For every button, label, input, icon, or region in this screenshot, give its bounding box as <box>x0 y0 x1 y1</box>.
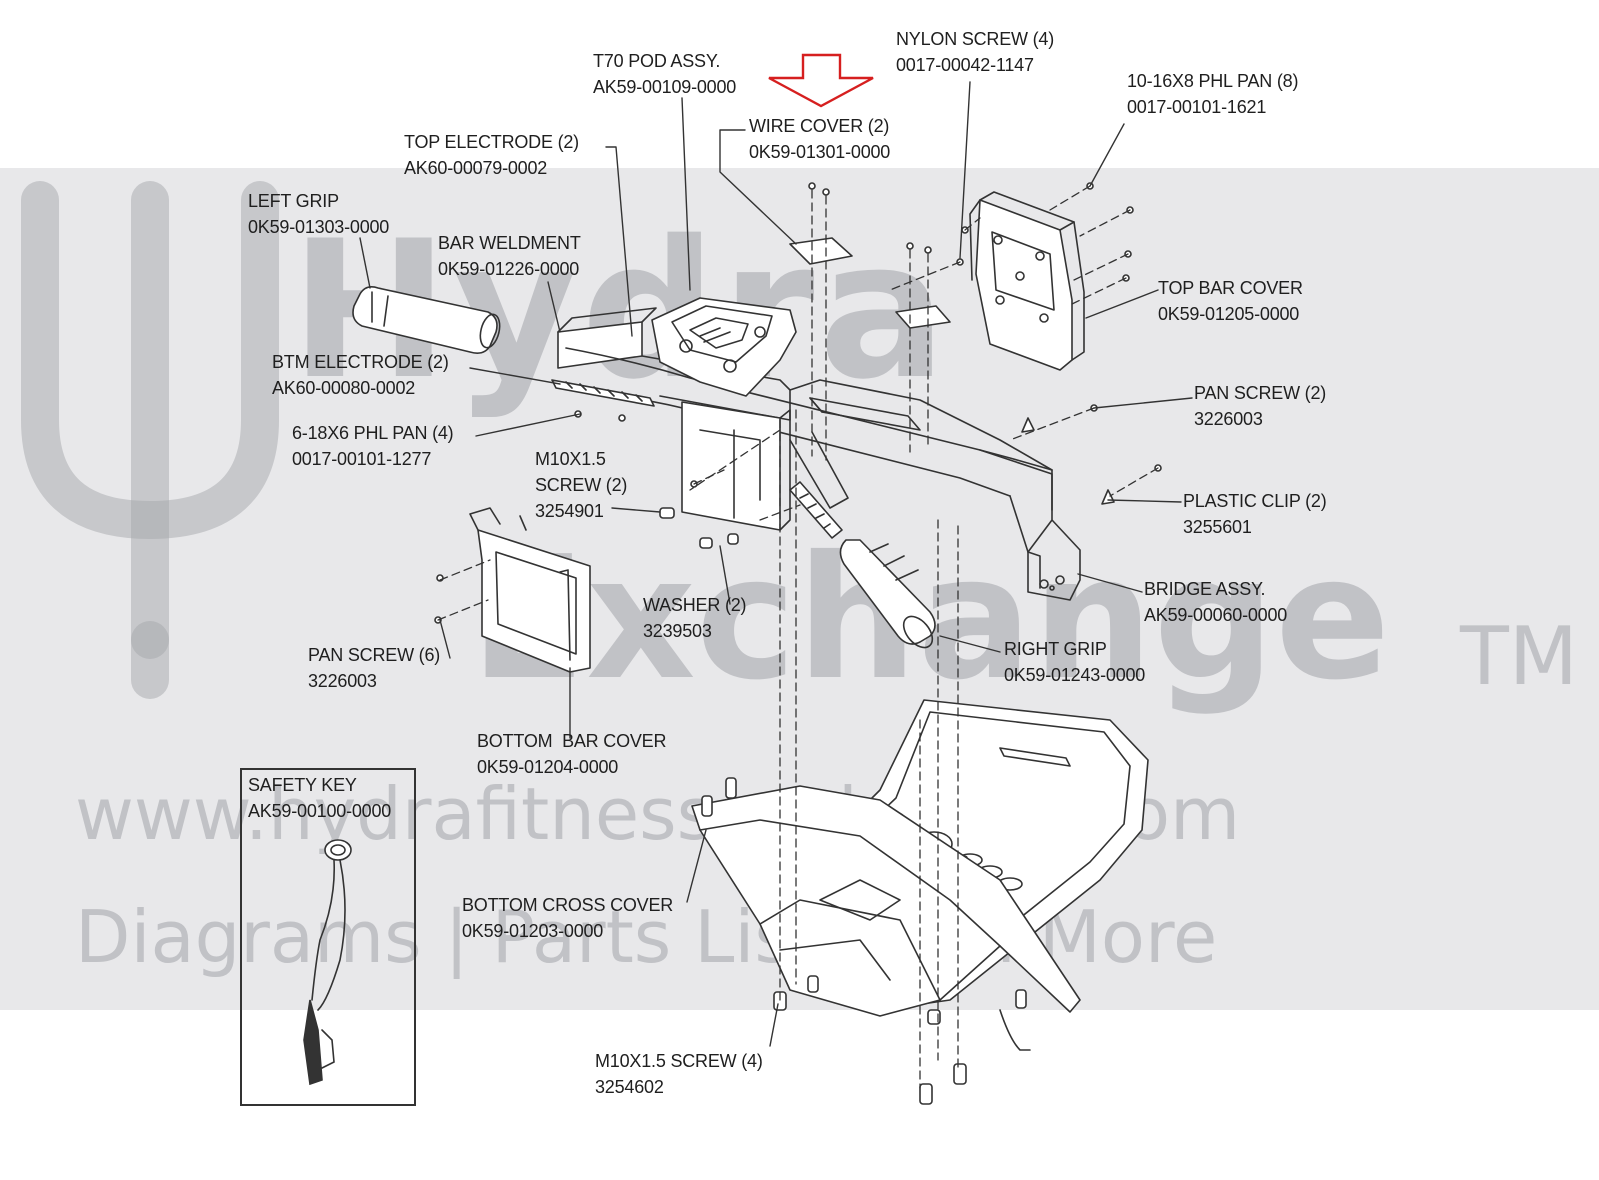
callout-bottom-bar-cover: BOTTOM BAR COVER 0K59-01204-0000 <box>477 728 666 780</box>
callout-bottom-cross-cover: BOTTOM CROSS COVER 0K59-01203-0000 <box>462 892 673 944</box>
callout-part: AK60-00079-0002 <box>404 158 548 178</box>
callout-part: 0017-00101-1277 <box>292 449 432 469</box>
callout-btm-electrode: BTM ELECTRODE (2) AK60-00080-0002 <box>272 349 449 401</box>
callout-part: AK59-00109-0000 <box>593 77 737 97</box>
callout-washer: WASHER (2) 3239503 <box>643 592 747 644</box>
callout-name: TOP BAR COVER <box>1158 278 1303 298</box>
top-electrode-part <box>789 431 849 539</box>
callout-part: 0K59-01301-0000 <box>749 142 891 162</box>
bridge-assy-part <box>979 449 1081 601</box>
callout-name: SAFETY KEY <box>248 775 357 795</box>
callout-part: 3226003 <box>308 671 377 691</box>
callout-part: 3255601 <box>1183 517 1252 537</box>
callout-name: NYLON SCREW (4) <box>896 29 1055 49</box>
callout-m10-screw-4: M10X1.5 SCREW (4) 3254602 <box>595 1048 763 1100</box>
callout-name: 10-16X8 PHL PAN (8) <box>1127 71 1299 91</box>
callout-m10-screw-2: M10X1.5 SCREW (2) 3254901 <box>535 446 665 524</box>
callout-name: M10X1.5 SCREW (4) <box>595 1051 763 1071</box>
callout-name: TOP ELECTRODE (2) <box>404 132 579 152</box>
callout-name: PAN SCREW (6) <box>308 645 441 665</box>
pan-screw-bracket-part <box>469 507 591 673</box>
top-bar-cover-part <box>969 191 1085 371</box>
callout-name: PLASTIC CLIP (2) <box>1183 491 1327 511</box>
callout-name: RIGHT GRIP <box>1004 639 1107 659</box>
callout-part: 0K59-01204-0000 <box>477 757 619 777</box>
callout-name: BAR WELDMENT <box>438 233 581 253</box>
callout-t70-pod-assy: T70 POD ASSY. AK59-00109-0000 <box>593 48 736 100</box>
callout-part: 0K59-01203-0000 <box>462 921 604 941</box>
callout-part: 0017-00101-1621 <box>1127 97 1267 117</box>
left-grip-part <box>352 286 501 354</box>
callout-name: WIRE COVER (2) <box>749 116 890 136</box>
callout-phl-pan-6-18x6: 6-18X6 PHL PAN (4) 0017-00101-1277 <box>292 420 454 472</box>
callout-part: AK59-00100-0000 <box>248 801 392 821</box>
callout-phl-pan-10-16x8: 10-16X8 PHL PAN (8) 0017-00101-1621 <box>1127 68 1298 120</box>
bottom-cross-cover-part <box>691 777 1081 1051</box>
callout-part: 0017-00042-1147 <box>896 55 1034 75</box>
callout-name: 6-18X6 PHL PAN (4) <box>292 423 454 443</box>
callout-top-bar-cover: TOP BAR COVER 0K59-01205-0000 <box>1158 275 1303 327</box>
callout-part: 0K59-01243-0000 <box>1004 665 1146 685</box>
callout-safety-key: SAFETY KEY AK59-00100-0000 <box>248 772 391 824</box>
btm-electrode-part <box>551 379 655 407</box>
right-grip-part <box>839 539 936 649</box>
callout-name: WASHER (2) <box>643 595 747 615</box>
callout-bridge-assy: BRIDGE ASSY. AK59-00060-0000 <box>1144 576 1287 628</box>
callout-pan-screw-2: PAN SCREW (2) 3226003 <box>1194 380 1326 432</box>
callout-name: BRIDGE ASSY. <box>1144 579 1266 599</box>
callout-part: 3239503 <box>643 621 712 641</box>
t70-pod-part <box>651 297 797 397</box>
callout-right-grip: RIGHT GRIP 0K59-01243-0000 <box>1004 636 1145 688</box>
callout-nylon-screw: NYLON SCREW (4) 0017-00042-1147 <box>896 26 1054 78</box>
callout-pan-screw-6: PAN SCREW (6) 3226003 <box>308 642 440 694</box>
callout-name: BTM ELECTRODE (2) <box>272 352 449 372</box>
callout-left-grip: LEFT GRIP 0K59-01303-0000 <box>248 188 389 240</box>
callout-plastic-clip: PLASTIC CLIP (2) 3255601 <box>1183 488 1327 540</box>
watermark-trademark: TM <box>1460 610 1578 703</box>
pointer-arrow-icon <box>768 53 874 108</box>
safety-key-part <box>303 839 352 1086</box>
callout-name: LEFT GRIP <box>248 191 339 211</box>
callout-part: 0K59-01205-0000 <box>1158 304 1300 324</box>
callout-name: BOTTOM CROSS COVER <box>462 895 674 915</box>
callout-part: 3226003 <box>1194 409 1263 429</box>
safety-key-box <box>240 768 416 1106</box>
callout-part: 3254901 <box>535 501 604 521</box>
callout-name: T70 POD ASSY. <box>593 51 721 71</box>
callout-part: 0K59-01226-0000 <box>438 259 580 279</box>
callout-part: AK60-00080-0002 <box>272 378 416 398</box>
callout-part: 0K59-01303-0000 <box>248 217 390 237</box>
callout-bar-weldment: BAR WELDMENT 0K59-01226-0000 <box>438 230 581 282</box>
bottom-bar-cover-part <box>681 401 791 531</box>
callout-name: BOTTOM BAR COVER <box>477 731 667 751</box>
watermark-logo-icon <box>21 181 279 699</box>
leader-lines <box>359 81 1193 1047</box>
callout-part: AK59-00060-0000 <box>1144 605 1288 625</box>
assembly-lines <box>437 185 1159 1089</box>
callout-name: M10X1.5 SCREW (2) <box>535 449 628 495</box>
callout-wire-cover: WIRE COVER (2) 0K59-01301-0000 <box>749 113 890 165</box>
callout-part: 3254602 <box>595 1077 664 1097</box>
callout-name: PAN SCREW (2) <box>1194 383 1327 403</box>
callout-top-electrode: TOP ELECTRODE (2) AK60-00079-0002 <box>404 129 579 181</box>
